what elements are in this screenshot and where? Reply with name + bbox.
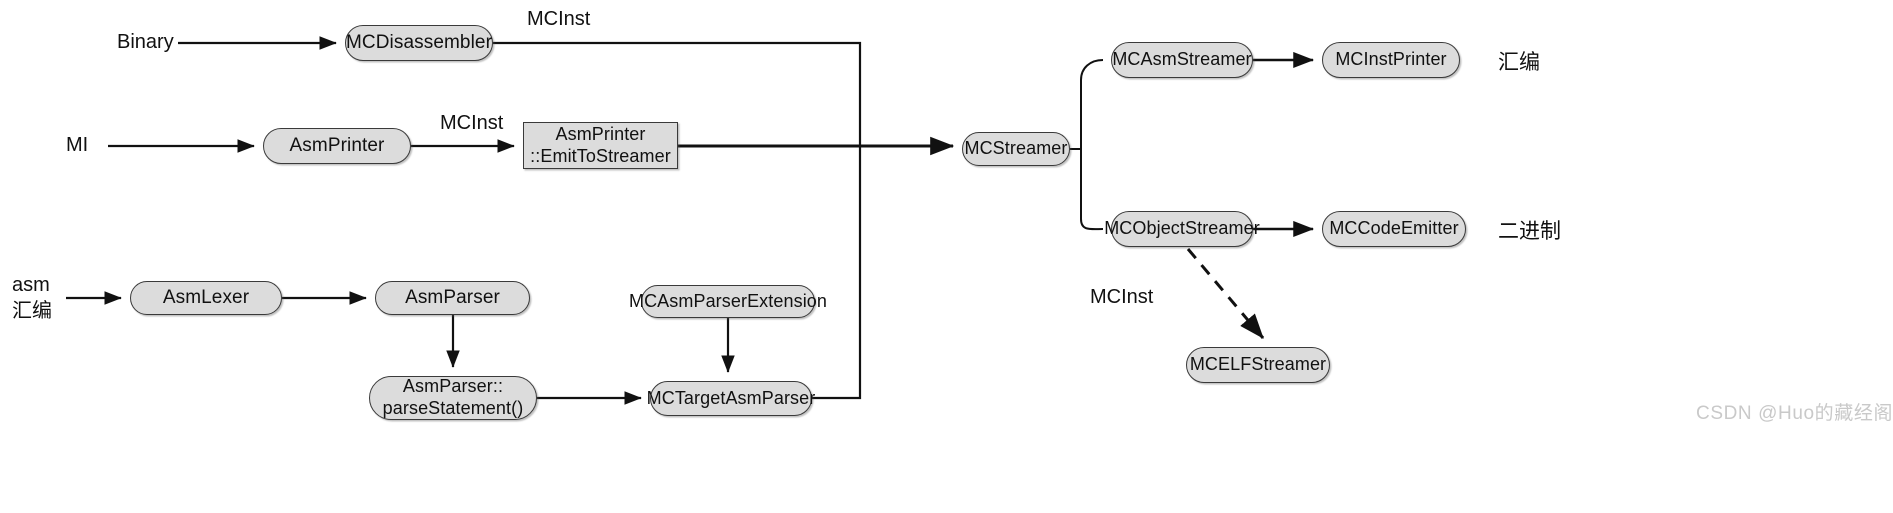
edge-mcobjectstreamer-to-mcelfstreamer [1186, 248, 1265, 339]
input-label-mi: MI [66, 134, 89, 156]
watermark: CSDN @Huo的藏经阁 [1696, 403, 1893, 424]
node-asmparser-parsestatement[interactable]: AsmParser:: parseStatement() [369, 376, 537, 420]
streamer-fork [1070, 59, 1104, 231]
node-asmlexer[interactable]: AsmLexer [130, 281, 282, 315]
edge-label-mcinst-middle: MCInst [440, 112, 504, 134]
node-mcobjectstreamer[interactable]: MCObjectStreamer [1104, 211, 1260, 247]
node-mcasmstreamer[interactable]: MCAsmStreamer [1111, 42, 1253, 78]
node-asmprinter-emittostreamer[interactable]: AsmPrinter ::EmitToStreamer [523, 122, 678, 169]
input-label-asm: asm 汇编 [12, 274, 52, 322]
node-mcinstprinter[interactable]: MCInstPrinter [1322, 42, 1460, 78]
input-label-binary: Binary [117, 31, 174, 53]
node-mcdisassembler[interactable]: MCDisassembler [345, 25, 493, 61]
node-asmparser[interactable]: AsmParser [375, 281, 530, 315]
edge-label-mcinst-top: MCInst [527, 8, 591, 30]
node-mcelfstreamer[interactable]: MCELFStreamer [1186, 347, 1330, 383]
edge-mctargetasmparser-bus [812, 146, 862, 400]
edge-mcdisassembler-bus [493, 41, 862, 146]
node-mccodeemitter[interactable]: MCCodeEmitter [1322, 211, 1466, 247]
side-label-binary: 二进制 [1498, 220, 1561, 243]
edge-label-mcinst-lower: MCInst [1090, 286, 1154, 308]
node-asmprinter[interactable]: AsmPrinter [263, 128, 411, 164]
node-mcasmparserextension[interactable]: MCAsmParserExtension [629, 285, 827, 318]
node-mctargetasmparser[interactable]: MCTargetAsmParser [647, 381, 815, 416]
side-label-assembly: 汇编 [1498, 51, 1540, 74]
node-mcstreamer[interactable]: MCStreamer [962, 132, 1070, 166]
